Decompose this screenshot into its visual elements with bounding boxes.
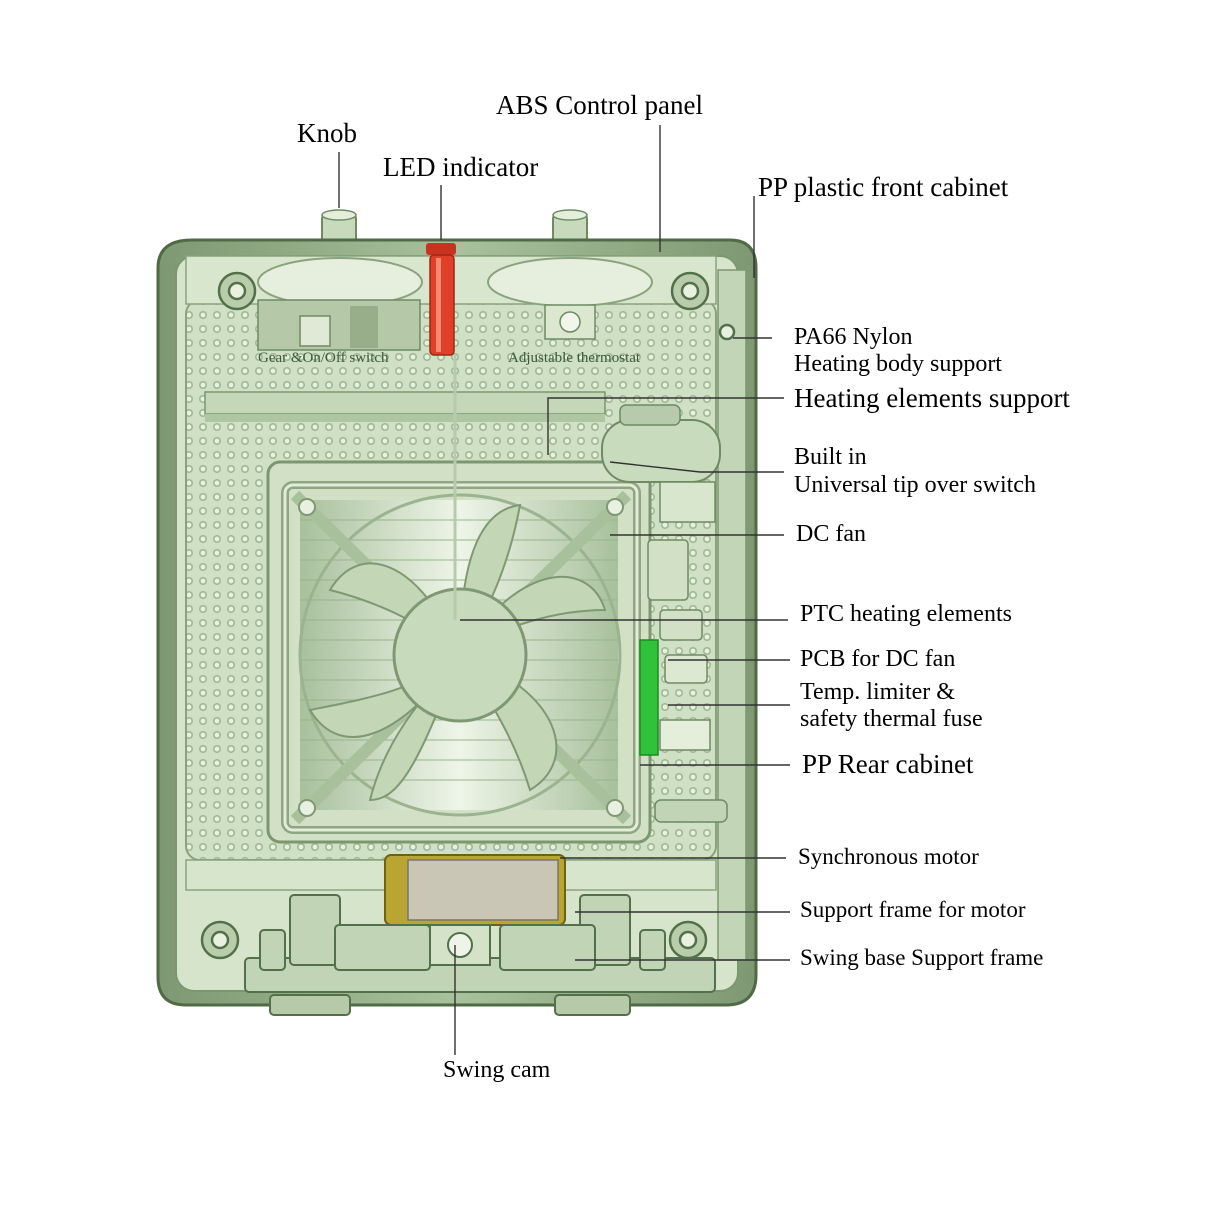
- label-abs-control-panel: ABS Control panel: [496, 90, 703, 120]
- thermostat-label: Adjustable thermostat: [508, 350, 641, 366]
- swing-base-frame: [244, 894, 716, 993]
- label-pp-front-cabinet: PP plastic front cabinet: [758, 172, 1009, 202]
- label-pp-rear-cabinet: PP Rear cabinet: [802, 749, 974, 779]
- tip-over-switch: [601, 404, 721, 523]
- dc-fan: [281, 481, 641, 834]
- synchronous-motor-part: [384, 854, 566, 926]
- thermostat-housing: [487, 257, 653, 340]
- wire-connectors: [647, 539, 703, 641]
- swing-cam-part: [429, 924, 491, 966]
- label-dc-fan: DC fan: [796, 521, 866, 547]
- label-swing-base-support: Swing base Support frame: [800, 945, 1044, 970]
- label-pa66-line1: PA66 Nylon: [794, 324, 913, 350]
- temp-limiter: [654, 654, 728, 823]
- label-led-indicator: LED indicator: [383, 152, 539, 182]
- label-pcb-dc-fan: PCB for DC fan: [800, 646, 956, 672]
- leader-heating-support: [547, 397, 784, 455]
- pcb-board: [639, 639, 659, 756]
- gear-switch-label: Gear &On/Off switch: [258, 350, 389, 366]
- label-synchronous-motor: Synchronous motor: [798, 844, 979, 869]
- label-ptc-heating: PTC heating elements: [800, 601, 1012, 627]
- label-swing-cam: Swing cam: [443, 1057, 551, 1083]
- label-pa66-line2: Heating body support: [794, 351, 1002, 377]
- leader-lines: [338, 125, 790, 1055]
- label-temp-limiter-line1: Temp. limiter &: [800, 679, 955, 705]
- gear-switch-housing: [257, 257, 423, 351]
- label-knob: Knob: [297, 118, 357, 148]
- label-temp-limiter-line2: safety thermal fuse: [800, 706, 983, 732]
- label-tip-over-line2: Universal tip over switch: [794, 472, 1036, 498]
- screw-bosses: [200, 271, 736, 960]
- led-indicator-part: [426, 243, 456, 356]
- leader-tip-over: [609, 461, 784, 473]
- label-support-frame-motor: Support frame for motor: [800, 897, 1026, 922]
- label-tip-over-line1: Built in: [794, 444, 867, 470]
- label-heating-elements-support: Heating elements support: [794, 383, 1070, 413]
